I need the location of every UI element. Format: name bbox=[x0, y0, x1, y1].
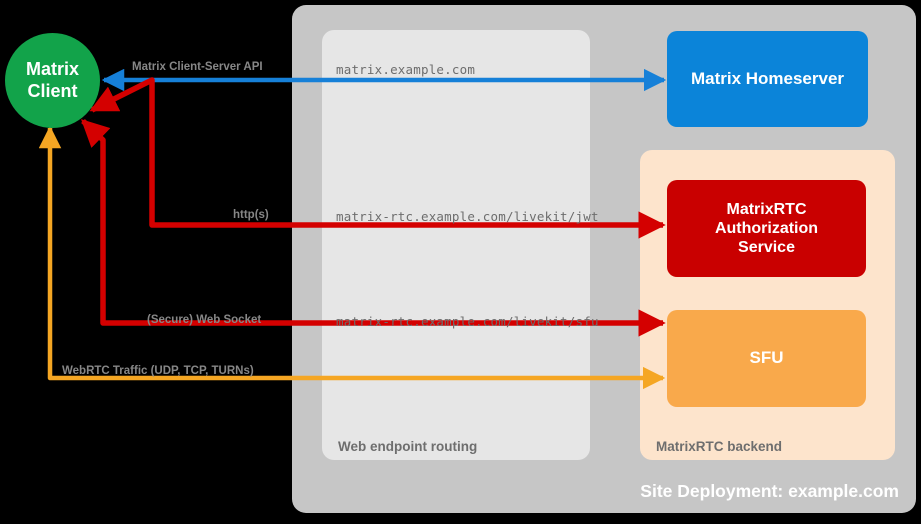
backend-panel-caption: MatrixRTC backend bbox=[656, 439, 783, 454]
auth-service-label-line3: Service bbox=[738, 239, 795, 257]
node-matrix-homeserver[interactable]: Matrix Homeserver bbox=[667, 31, 868, 127]
auth-service-label-line2: Authorization bbox=[714, 219, 819, 237]
auth-service-label-line1: MatrixRTC bbox=[726, 200, 807, 218]
node-matrixrtc-authorization-service[interactable]: MatrixRTC Authorization Service bbox=[667, 180, 866, 277]
endpoint-url-matrix-cs: matrix.example.com bbox=[336, 62, 476, 77]
matrix-client-label-line1: Matrix bbox=[25, 58, 79, 79]
flow-label-http-s: http(s) bbox=[233, 209, 269, 221]
sfu-label: SFU bbox=[749, 348, 784, 368]
endpoint-url-livekit-sfu: matrix-rtc.example.com/livekit/sfu bbox=[336, 314, 599, 329]
matrix-client-label-line2: Client bbox=[27, 80, 78, 101]
routing-panel-caption: Web endpoint routing bbox=[338, 439, 478, 454]
node-sfu[interactable]: SFU bbox=[667, 310, 866, 407]
flow-http-s bbox=[89, 77, 666, 239]
node-matrix-client[interactable]: Matrix Client bbox=[5, 33, 100, 128]
flow-webrtc-traffic bbox=[38, 125, 666, 390]
flow-label-webrtc-traffic: WebRTC Traffic (UDP, TCP, TURNs) bbox=[62, 365, 254, 377]
flow-label-matrix-client-server-api: Matrix Client-Server API bbox=[132, 61, 263, 73]
endpoint-url-livekit-jwt: matrix-rtc.example.com/livekit/jwt bbox=[336, 209, 599, 224]
site-deployment-caption: Site Deployment: example.com bbox=[640, 481, 899, 501]
matrix-homeserver-label: Matrix Homeserver bbox=[690, 68, 845, 88]
flow-label-secure-web-socket: (Secure) Web Socket bbox=[147, 314, 262, 326]
